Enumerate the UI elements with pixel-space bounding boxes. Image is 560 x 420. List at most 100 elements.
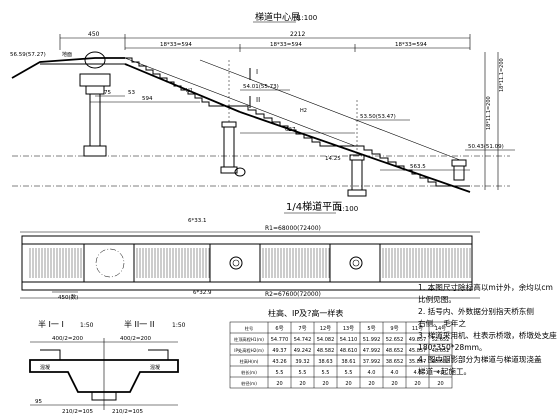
stair-hatching bbox=[29, 248, 471, 278]
elevation-title: 梯道中心展 bbox=[255, 11, 300, 23]
table-cell: 20 bbox=[368, 381, 374, 387]
table-cell: 37.992 bbox=[363, 359, 381, 365]
table-cell: 4.0 bbox=[391, 370, 399, 376]
table-cell: 柱高H(m) bbox=[240, 358, 259, 365]
table-cell: 20 bbox=[414, 381, 420, 387]
table-header-cell: 12号 bbox=[320, 326, 331, 332]
table-cell: 54.110 bbox=[340, 337, 358, 343]
table-cell: 48.652 bbox=[432, 359, 450, 365]
pier-table: 柱高、IP及?高一样表 柱号 6号 7号 12号 13号 5号 9号 11号 14号柱顶高程H1… bbox=[229, 308, 453, 389]
table-cell: 49.242 bbox=[294, 348, 312, 354]
table-cell: 5.5 bbox=[276, 370, 284, 376]
level-top-left: 56.59(57.27) bbox=[10, 52, 46, 58]
plan-scale: 1:100 bbox=[338, 205, 358, 213]
section-mark-1: I bbox=[256, 68, 258, 76]
dim-total: 2212 bbox=[290, 31, 305, 38]
sec-dim-top-l: 400/2=200 bbox=[52, 336, 83, 342]
pier-4 bbox=[451, 159, 467, 181]
dim-594: 594 bbox=[142, 96, 153, 102]
table-cell: 48.652 bbox=[432, 348, 450, 354]
plan-dim-bot: 6*32.9 bbox=[193, 290, 212, 296]
section-mark-2: II bbox=[256, 96, 260, 104]
note-line: 右侧。 毛年之 bbox=[418, 319, 466, 328]
table-cell: 20 bbox=[299, 381, 305, 387]
section-views: 半 I一 I 1:50 半 II一 II 1:50 400/2=200 400/… bbox=[29, 319, 186, 415]
plan-dim-left: 450(数) bbox=[58, 293, 78, 301]
note-line: 3. 梯道采用机、柱表示桥墩，桥墩处支座 bbox=[418, 331, 557, 340]
section2-title: 半 II一 II bbox=[124, 319, 155, 329]
table-cell: 54.770 bbox=[271, 337, 289, 343]
dim-seg2: 18*33=594 bbox=[270, 42, 302, 48]
table-header-cell: 6号 bbox=[275, 326, 283, 332]
table-cell: 52.652 bbox=[432, 337, 450, 343]
table-cell: 49.37 bbox=[272, 348, 286, 354]
vdim-right1: 18*11.1=200 bbox=[486, 96, 492, 130]
table-cell: 4.0 bbox=[368, 370, 376, 376]
table-cell: 45.857 bbox=[409, 348, 427, 354]
note-line: 4. 图中阴影部分为梯道与梯道现浇盖 bbox=[418, 355, 542, 364]
dim-left: 450 bbox=[88, 31, 100, 38]
table-cell: 桩径(m) bbox=[241, 380, 257, 387]
table-cell: 47.992 bbox=[363, 348, 381, 354]
label-h1: H1 bbox=[186, 88, 193, 94]
table-header-cell: 14号 bbox=[435, 326, 446, 332]
elevation-view: 梯道中心展 1:100 450 2212 18*33=594 18*33=594… bbox=[10, 11, 515, 197]
section1-scale: 1:50 bbox=[80, 322, 94, 329]
table-cell: 20 bbox=[345, 381, 351, 387]
table-cell: IP处高程H2(m) bbox=[234, 347, 264, 354]
plan-r2: R2=67600(72000) bbox=[265, 291, 321, 298]
table-title: 柱高、IP及?高一样表 bbox=[268, 308, 343, 318]
table-cell: 5.5 bbox=[299, 370, 307, 376]
table-cell: 39.32 bbox=[295, 359, 309, 365]
table-cell: 桩长(m) bbox=[241, 369, 257, 376]
table-cell: 51.992 bbox=[363, 337, 381, 343]
table-cell: 38.652 bbox=[386, 359, 404, 365]
dim-seg3: 18*33=594 bbox=[395, 42, 427, 48]
plan-dim-top: 6*33.1 bbox=[188, 218, 207, 224]
table-cell: 48.610 bbox=[340, 348, 358, 354]
table-cell: 20 bbox=[322, 381, 328, 387]
note-line: 1. 本图尺寸除标高以m计外，余均以cm bbox=[418, 283, 553, 292]
table-header-cell: 11号 bbox=[412, 326, 423, 332]
table-cell: 54.742 bbox=[294, 337, 312, 343]
pier-3 bbox=[347, 100, 367, 197]
table-cell: 20 bbox=[437, 381, 443, 387]
table-header-cell: 柱号 bbox=[245, 325, 253, 332]
table-header-cell: 9号 bbox=[390, 326, 398, 332]
sec-dim-top-r: 400/2=200 bbox=[120, 336, 151, 342]
pier-2 bbox=[220, 60, 246, 177]
note-line: 梯道一起施工。 bbox=[418, 367, 472, 376]
table-cell: 20 bbox=[391, 381, 397, 387]
vdim-right2: 18*11.1=200 bbox=[499, 58, 505, 92]
table-cell: 5.5 bbox=[322, 370, 330, 376]
table-cell: 49.857 bbox=[409, 337, 427, 343]
sec-dim-bot-l: 210/2=105 bbox=[62, 409, 93, 415]
sec-label-right: 混凝 bbox=[150, 364, 160, 371]
pier-1 bbox=[79, 51, 111, 157]
table-cell: 柱顶高程H1(m) bbox=[234, 336, 264, 343]
level-bottom: 50.43(51.09) bbox=[468, 144, 504, 150]
level-mid1: 54.01(55.73) bbox=[243, 84, 279, 90]
dim-seg1: 18*33=594 bbox=[160, 42, 192, 48]
note-line: 180*350*28mm。 bbox=[418, 343, 487, 352]
notes-block: 1. 本图尺寸除标高以m计外，余均以cm 比例见图。 2. 括号内、外数据分别指… bbox=[418, 282, 560, 378]
table-cell: 20 bbox=[276, 381, 282, 387]
table-header-cell: 13号 bbox=[343, 326, 354, 332]
plan-view: 1/4梯道平面 1:100 6*33.1 R1=68000(72400) R2=… bbox=[20, 200, 480, 301]
sec-label-left: 混凝 bbox=[40, 364, 50, 371]
section1-title: 半 I一 I bbox=[38, 319, 64, 329]
note-line: 比例见图。 bbox=[418, 295, 456, 304]
table-header-cell: 7号 bbox=[298, 326, 306, 332]
plan-title: 1/4梯道平面 bbox=[286, 200, 342, 213]
table-cell: 48.582 bbox=[317, 348, 335, 354]
dim-1425: 14.25 bbox=[325, 156, 341, 162]
table-cell: 35.857 bbox=[409, 359, 427, 365]
label-h2: H2 bbox=[300, 108, 307, 114]
plan-r1: R1=68000(72400) bbox=[265, 225, 321, 232]
table-cell: 52.652 bbox=[386, 337, 404, 343]
dim-75: 75 bbox=[104, 90, 111, 96]
table-header-cell: 5号 bbox=[367, 326, 375, 332]
sec-dim-side-l: 95 bbox=[35, 399, 42, 405]
